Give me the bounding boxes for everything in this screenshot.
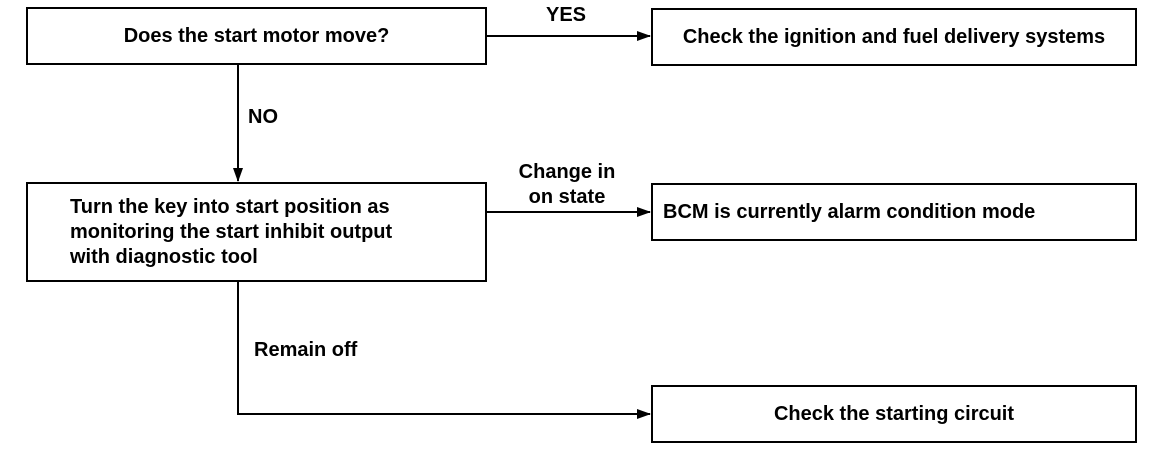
node-check-ignition: Check the ignition and fuel delivery sys… bbox=[651, 8, 1137, 66]
node-check-starting-text: Check the starting circuit bbox=[773, 402, 1015, 425]
edge-label-yes: YES bbox=[545, 4, 587, 26]
node-bcm-alarm: BCM is currently alarm condition mode bbox=[651, 183, 1137, 241]
node-start-motor: Does the start motor move? bbox=[26, 7, 487, 65]
edge-label-remain-off: Remain off bbox=[254, 339, 358, 361]
arrow-remain-off bbox=[237, 282, 651, 419]
node-check-starting: Check the starting circuit bbox=[651, 385, 1137, 443]
edge-label-no: NO bbox=[248, 106, 278, 128]
node-start-motor-text: Does the start motor move? bbox=[123, 24, 390, 47]
node-turn-key-text: Turn the key into start position as moni… bbox=[70, 195, 393, 268]
node-bcm-alarm-text: BCM is currently alarm condition mode bbox=[663, 200, 1036, 223]
node-check-ignition-text: Check the ignition and fuel delivery sys… bbox=[682, 25, 1106, 48]
node-turn-key: Turn the key into start position as moni… bbox=[26, 182, 487, 282]
edge-label-change: Change in on state bbox=[518, 161, 616, 208]
